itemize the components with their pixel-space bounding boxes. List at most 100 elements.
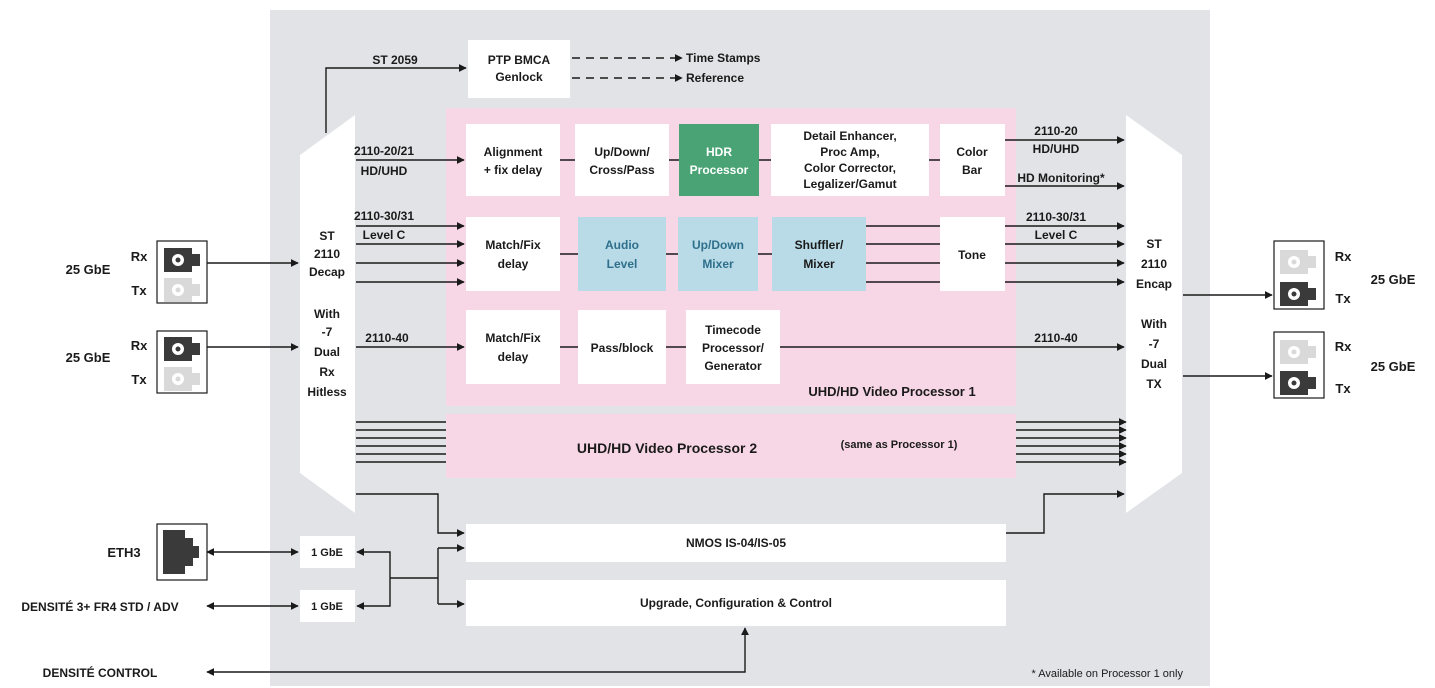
left-port-1-rx: Rx <box>131 249 148 264</box>
audio-input-label-1: 2110-30/31 <box>354 209 414 223</box>
audio-output-label-1: 2110-30/31 <box>1026 210 1086 224</box>
anc-match-text-1: Match/Fix <box>485 331 541 345</box>
decap-text-8: Hitless <box>307 385 347 399</box>
updown-mixer-box <box>678 217 758 291</box>
mixer-text-2: Mixer <box>702 257 734 271</box>
right-port-1-rx: Rx <box>1335 249 1352 264</box>
shuffler-text-1: Shuffler/ <box>795 238 844 252</box>
pass-block-text: Pass/block <box>591 341 654 355</box>
shuffler-mixer-box <box>772 217 866 291</box>
anc-match-delay-box <box>466 310 560 384</box>
encap-text-6: Dual <box>1141 357 1167 371</box>
tone-box <box>940 217 1005 291</box>
pass-block-box <box>578 310 666 384</box>
left-port-2-rx: Rx <box>131 338 148 353</box>
audio-match-text-2: delay <box>498 257 529 271</box>
timecode-box <box>686 310 780 384</box>
audio-input-label-2: Level C <box>363 228 406 242</box>
processor-2-area <box>446 414 1016 478</box>
decap-text-4: With <box>314 307 340 321</box>
updown-cross-box <box>575 124 669 196</box>
mixer-text-1: Up/Down <box>692 238 744 252</box>
audio-level-box <box>578 217 666 291</box>
decap-text-3: Decap <box>309 265 345 279</box>
gbe-1-label: 1 GbE <box>311 547 343 559</box>
left-sfp-port-1 <box>156 240 208 304</box>
audio-match-text-1: Match/Fix <box>485 238 541 252</box>
detail-enhancer-box <box>771 124 929 196</box>
densite-control-label: DENSITÉ CONTROL <box>43 665 158 680</box>
right-sfp-port-2 <box>1273 331 1325 399</box>
audio-level-text-1: Audio <box>605 238 639 252</box>
right-port-2-label: 25 GbE <box>1371 359 1416 374</box>
upgrade-label: Upgrade, Configuration & Control <box>640 596 832 610</box>
gbe-box-2 <box>300 590 355 622</box>
audio-output-label-2: Level C <box>1035 228 1078 242</box>
encap-text-1: ST <box>1146 237 1162 251</box>
anc-input-label: 2110-40 <box>365 331 409 345</box>
upgrade-box <box>466 580 1006 626</box>
footnote: * Available on Processor 1 only <box>1032 668 1184 680</box>
alignment-text-2: + fix delay <box>484 163 543 177</box>
alignment-text-1: Alignment <box>484 145 543 159</box>
color-bar-box <box>940 124 1005 196</box>
left-port-1-label: 25 GbE <box>66 262 111 277</box>
timecode-text-3: Generator <box>704 359 762 373</box>
processor-2-note: (same as Processor 1) <box>841 439 958 451</box>
hdr-text-2: Processor <box>690 163 749 177</box>
video-output-label-1: 2110-20 <box>1034 124 1078 138</box>
alignment-box <box>466 124 560 196</box>
audio-match-delay-box <box>466 217 560 291</box>
right-port-2-tx: Tx <box>1335 381 1351 396</box>
decap-text-5: -7 <box>322 325 333 339</box>
processor-2-label: UHD/HD Video Processor 2 <box>577 440 757 456</box>
updown-text-2: Cross/Pass <box>589 163 655 177</box>
encap-text-4: With <box>1141 317 1167 331</box>
audio-level-text-2: Level <box>607 257 638 271</box>
anc-match-text-2: delay <box>498 350 529 364</box>
encap-block <box>1126 115 1182 513</box>
detail-text-3: Color Corrector, <box>804 161 896 175</box>
left-sfp-port-2 <box>156 330 208 394</box>
encap-text-7: TX <box>1146 377 1161 391</box>
nmos-box <box>466 524 1006 562</box>
st2059-label: ST 2059 <box>372 53 418 67</box>
shuffler-text-2: Mixer <box>803 257 835 271</box>
decap-text-2: 2110 <box>314 247 340 261</box>
decap-text-1: ST <box>319 229 335 243</box>
right-port-2-rx: Rx <box>1335 339 1352 354</box>
hdr-processor-box <box>679 124 759 196</box>
gbe-2-label: 1 GbE <box>311 601 343 613</box>
reference-label: Reference <box>686 71 744 85</box>
left-port-2-label: 25 GbE <box>66 350 111 365</box>
hdr-text-1: HDR <box>706 145 732 159</box>
ptp-label-2: Genlock <box>495 70 543 84</box>
encap-text-2: 2110 <box>1141 257 1167 271</box>
right-port-1-label: 25 GbE <box>1371 272 1416 287</box>
timecode-text-2: Processor/ <box>702 341 765 355</box>
right-port-1-tx: Tx <box>1335 291 1351 306</box>
left-port-2-tx: Tx <box>131 372 147 387</box>
ptp-label-1: PTP BMCA <box>488 53 551 67</box>
detail-text-4: Legalizer/Gamut <box>803 177 896 191</box>
eth3-label: ETH3 <box>107 545 140 560</box>
nmos-label: NMOS IS-04/IS-05 <box>686 536 786 550</box>
right-sfp-port-1 <box>1273 240 1325 310</box>
anc-output-label: 2110-40 <box>1034 331 1078 345</box>
tone-text: Tone <box>958 248 986 262</box>
detail-text-2: Proc Amp, <box>820 145 880 159</box>
video-input-label-2: HD/UHD <box>361 164 408 178</box>
video-input-label-1: 2110-20/21 <box>354 144 414 158</box>
updown-text-1: Up/Down/ <box>594 145 650 159</box>
left-port-1-tx: Tx <box>131 283 147 298</box>
encap-text-5: -7 <box>1149 337 1160 351</box>
processor-1-label: UHD/HD Video Processor 1 <box>808 384 975 399</box>
time-stamps-label: Time Stamps <box>686 51 761 65</box>
densite-fr4-label: DENSITÉ 3+ FR4 STD / ADV <box>21 599 178 614</box>
ethernet-port-icon <box>156 523 208 581</box>
decap-text-6: Dual <box>314 345 340 359</box>
detail-text-1: Detail Enhancer, <box>803 129 896 143</box>
decap-text-7: Rx <box>319 365 335 379</box>
decap-block <box>300 115 355 513</box>
